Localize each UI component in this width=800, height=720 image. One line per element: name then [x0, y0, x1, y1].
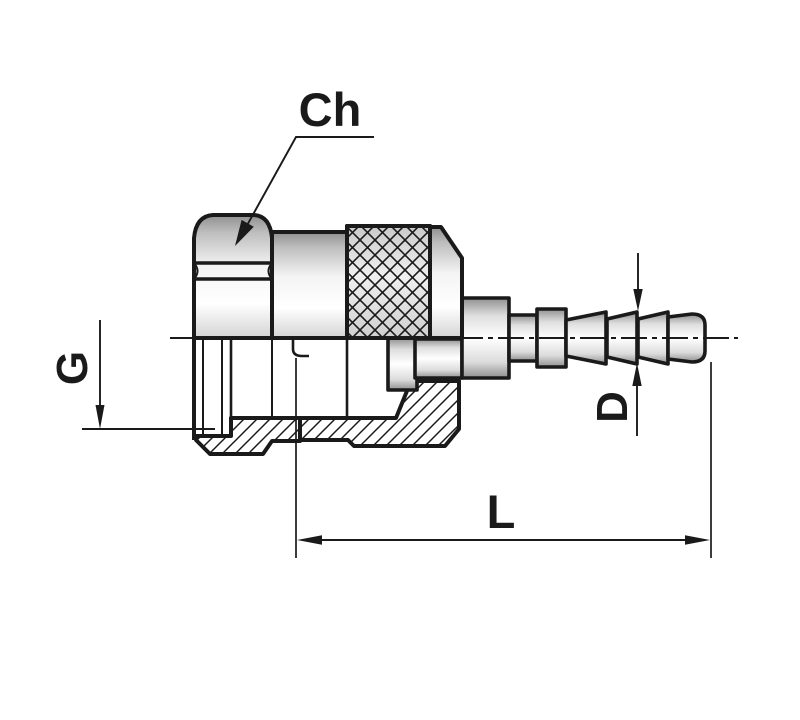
coupling-front	[192, 213, 464, 340]
hex-nut-flats	[193, 261, 273, 281]
dimension-g: G	[48, 320, 215, 430]
tail-shank	[413, 337, 464, 380]
l-label: L	[487, 485, 516, 538]
body-wedge-section	[298, 379, 461, 448]
nut-flange-section	[194, 416, 302, 456]
ch-arrowhead-icon	[235, 219, 254, 246]
hex-chamfer-right	[267, 262, 273, 280]
l-arrowhead-right-icon	[685, 535, 710, 545]
d-arrowhead-top-icon	[633, 289, 643, 311]
dimension-d: D	[588, 253, 643, 436]
d-arrowhead-bottom-icon	[632, 363, 642, 386]
cross-section-hatching	[194, 379, 461, 456]
g-label: G	[48, 351, 97, 385]
ch-leader-line	[239, 136, 374, 239]
release-block	[386, 336, 419, 392]
hex-chamfer-left	[193, 262, 199, 280]
internal-bore-lines	[192, 338, 349, 440]
hex-nut	[192, 213, 274, 340]
dimension-ch: Ch	[235, 83, 374, 246]
sleeve-shoulder	[428, 225, 464, 340]
ch-label: Ch	[299, 83, 362, 136]
knurl-texture	[345, 224, 432, 340]
bore-groove-step	[291, 340, 309, 358]
coupling-body	[270, 230, 349, 340]
d-label: D	[588, 391, 637, 423]
g-arrowhead-icon	[95, 405, 105, 429]
dimension-l: L	[295, 358, 712, 558]
l-arrowhead-left-icon	[297, 535, 322, 545]
